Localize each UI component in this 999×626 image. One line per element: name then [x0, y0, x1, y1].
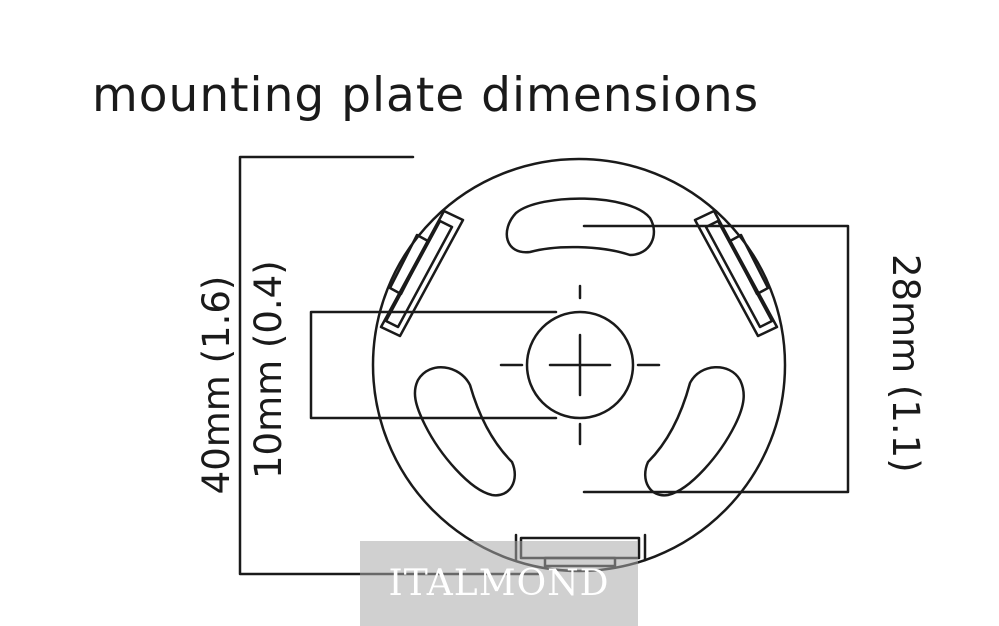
center-crosshair	[499, 284, 661, 446]
watermark-text: ITALMOND	[388, 563, 610, 604]
dimension-line-10mm	[309, 310, 558, 420]
dimension-label-28mm: 28mm (1.1)	[884, 254, 927, 473]
center-hole	[525, 310, 635, 420]
slot-top	[505, 197, 656, 257]
diagram-title: mounting plate dimensions	[92, 68, 760, 123]
slot-lower-left	[413, 366, 517, 497]
dimension-label-10mm: 10mm (0.4)	[247, 260, 290, 479]
dimension-line-28mm	[582, 224, 850, 494]
dimension-label-40mm: 40mm (1.6)	[195, 275, 238, 495]
tab-left	[379, 209, 465, 338]
slot-lower-right	[643, 366, 745, 497]
watermark: ITALMOND	[360, 541, 638, 626]
